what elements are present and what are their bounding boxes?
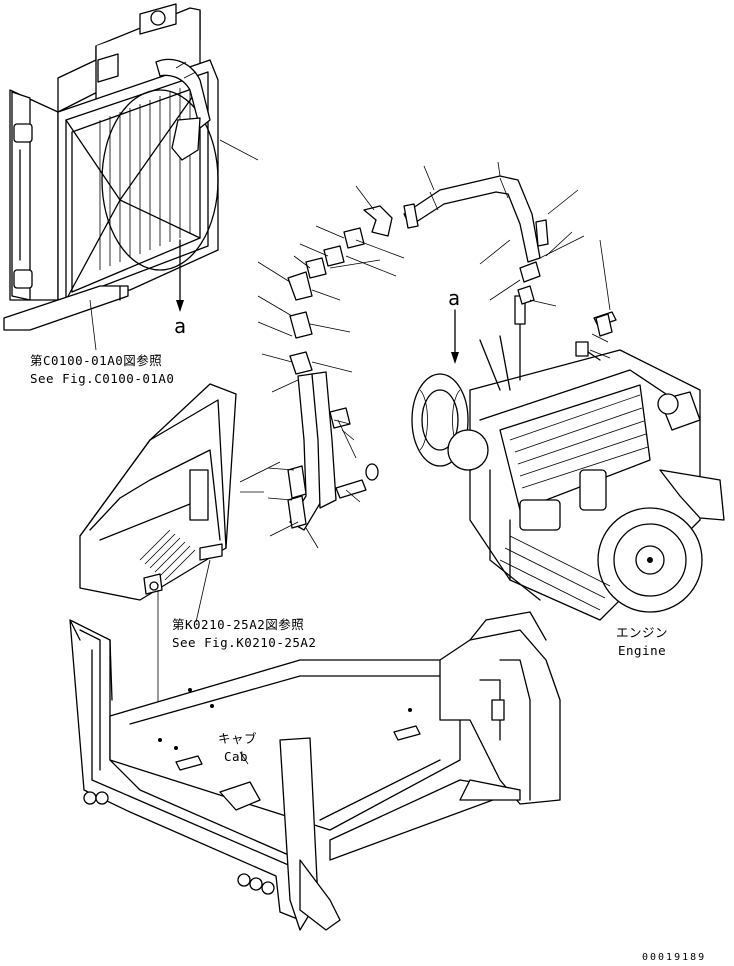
cab-structure bbox=[69, 611, 561, 931]
radiator-ref-jp: 第C0100-01A0図参照 bbox=[30, 353, 163, 368]
connection-mark-engine: a bbox=[448, 286, 461, 310]
engine-label-en: Engine bbox=[618, 643, 667, 658]
filter-cover bbox=[79, 383, 237, 740]
drawing-number: 00019189 bbox=[642, 952, 707, 963]
radiator-assembly bbox=[3, 3, 259, 351]
cab-label-en: Cab bbox=[224, 749, 249, 764]
cover-ref-jp: 第K0210-25A2図参照 bbox=[172, 617, 305, 632]
leader-lines bbox=[239, 161, 611, 549]
radiator-ref-en: See Fig.C0100-01A0 bbox=[30, 371, 175, 386]
engine-assembly bbox=[411, 295, 725, 621]
cover-ref-en: See Fig.K0210-25A2 bbox=[172, 635, 317, 650]
heater-hoses bbox=[287, 175, 613, 531]
connection-mark-radiator: a bbox=[174, 314, 187, 338]
engine-label-jp: エンジン bbox=[616, 625, 669, 640]
cab-label-jp: キャブ bbox=[218, 731, 258, 746]
